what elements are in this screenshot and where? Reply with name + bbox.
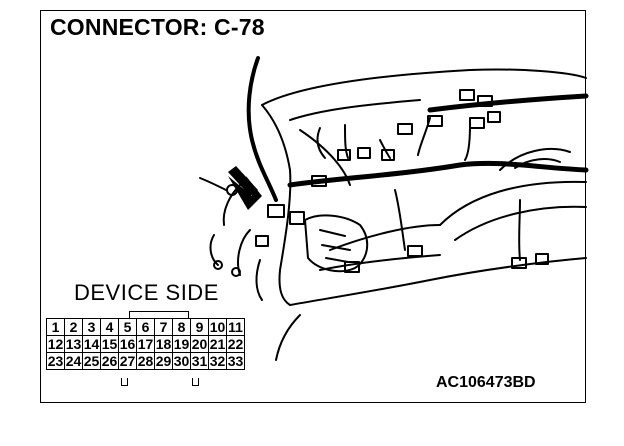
- pin-cell: 6: [136, 318, 155, 336]
- pin-cell: 12: [46, 335, 65, 353]
- pin-cell: 16: [118, 335, 137, 353]
- dashboard-shell: [261, 68, 587, 106]
- device-side-label: DEVICE SIDE: [74, 280, 219, 305]
- pin-cell: 17: [136, 335, 155, 353]
- connector-key-bottom-right: [192, 378, 199, 386]
- pin-cell: 24: [64, 352, 83, 370]
- arrow-pointer-icon: [228, 166, 262, 210]
- pinout-row: 23 24 25 26 27 28 29 30 31 32 33: [46, 352, 245, 370]
- pin-cell: 7: [154, 318, 173, 336]
- lower-panel: [329, 224, 441, 251]
- pin-cell: 33: [226, 352, 245, 370]
- connector-key-bottom-left: [121, 378, 128, 386]
- pin-cell: 8: [172, 318, 191, 336]
- pin-cell: 32: [208, 352, 227, 370]
- pin-cell: 9: [190, 318, 209, 336]
- pin-cell: 2: [64, 318, 83, 336]
- pin-cell: 19: [172, 335, 191, 353]
- pin-cell: 26: [100, 352, 119, 370]
- pin-cell: 14: [82, 335, 101, 353]
- pin-cell: 13: [64, 335, 83, 353]
- pin-cell: 22: [226, 335, 245, 353]
- pin-cell: 25: [82, 352, 101, 370]
- pin-cell: 3: [82, 318, 101, 336]
- pin-cell: 10: [208, 318, 227, 336]
- pin-cell: 1: [46, 318, 65, 336]
- pin-cell: 29: [154, 352, 173, 370]
- connector-key-top: [129, 311, 189, 319]
- pin-cell: 21: [208, 335, 227, 353]
- pin-cell: 30: [172, 352, 191, 370]
- figure-code: AC106473BD: [436, 374, 536, 391]
- pinout-row: 12 13 14 15 16 17 18 19 20 21 22: [46, 335, 245, 353]
- instrument-cluster: [439, 180, 587, 226]
- pin-cell: 28: [136, 352, 155, 370]
- pin-cell: 4: [100, 318, 119, 336]
- pin-cell: 20: [190, 335, 209, 353]
- pin-cell: 5: [118, 318, 137, 336]
- pin-cell: 27: [118, 352, 137, 370]
- pin-cell: 23: [46, 352, 65, 370]
- pin-cell: 15: [100, 335, 119, 353]
- connector-pinout: 1 2 3 4 5 6 7 8 9 10 11 12 13 14 15 16 1…: [46, 318, 245, 370]
- pin-cell: 31: [190, 352, 209, 370]
- connector-title: CONNECTOR: C-78: [50, 14, 265, 40]
- main-harness: [287, 160, 589, 188]
- pin-cell: 11: [226, 318, 245, 336]
- pin-cell: 18: [154, 335, 173, 353]
- upper-harness: [427, 93, 589, 113]
- pinout-row: 1 2 3 4 5 6 7 8 9 10 11: [46, 318, 245, 336]
